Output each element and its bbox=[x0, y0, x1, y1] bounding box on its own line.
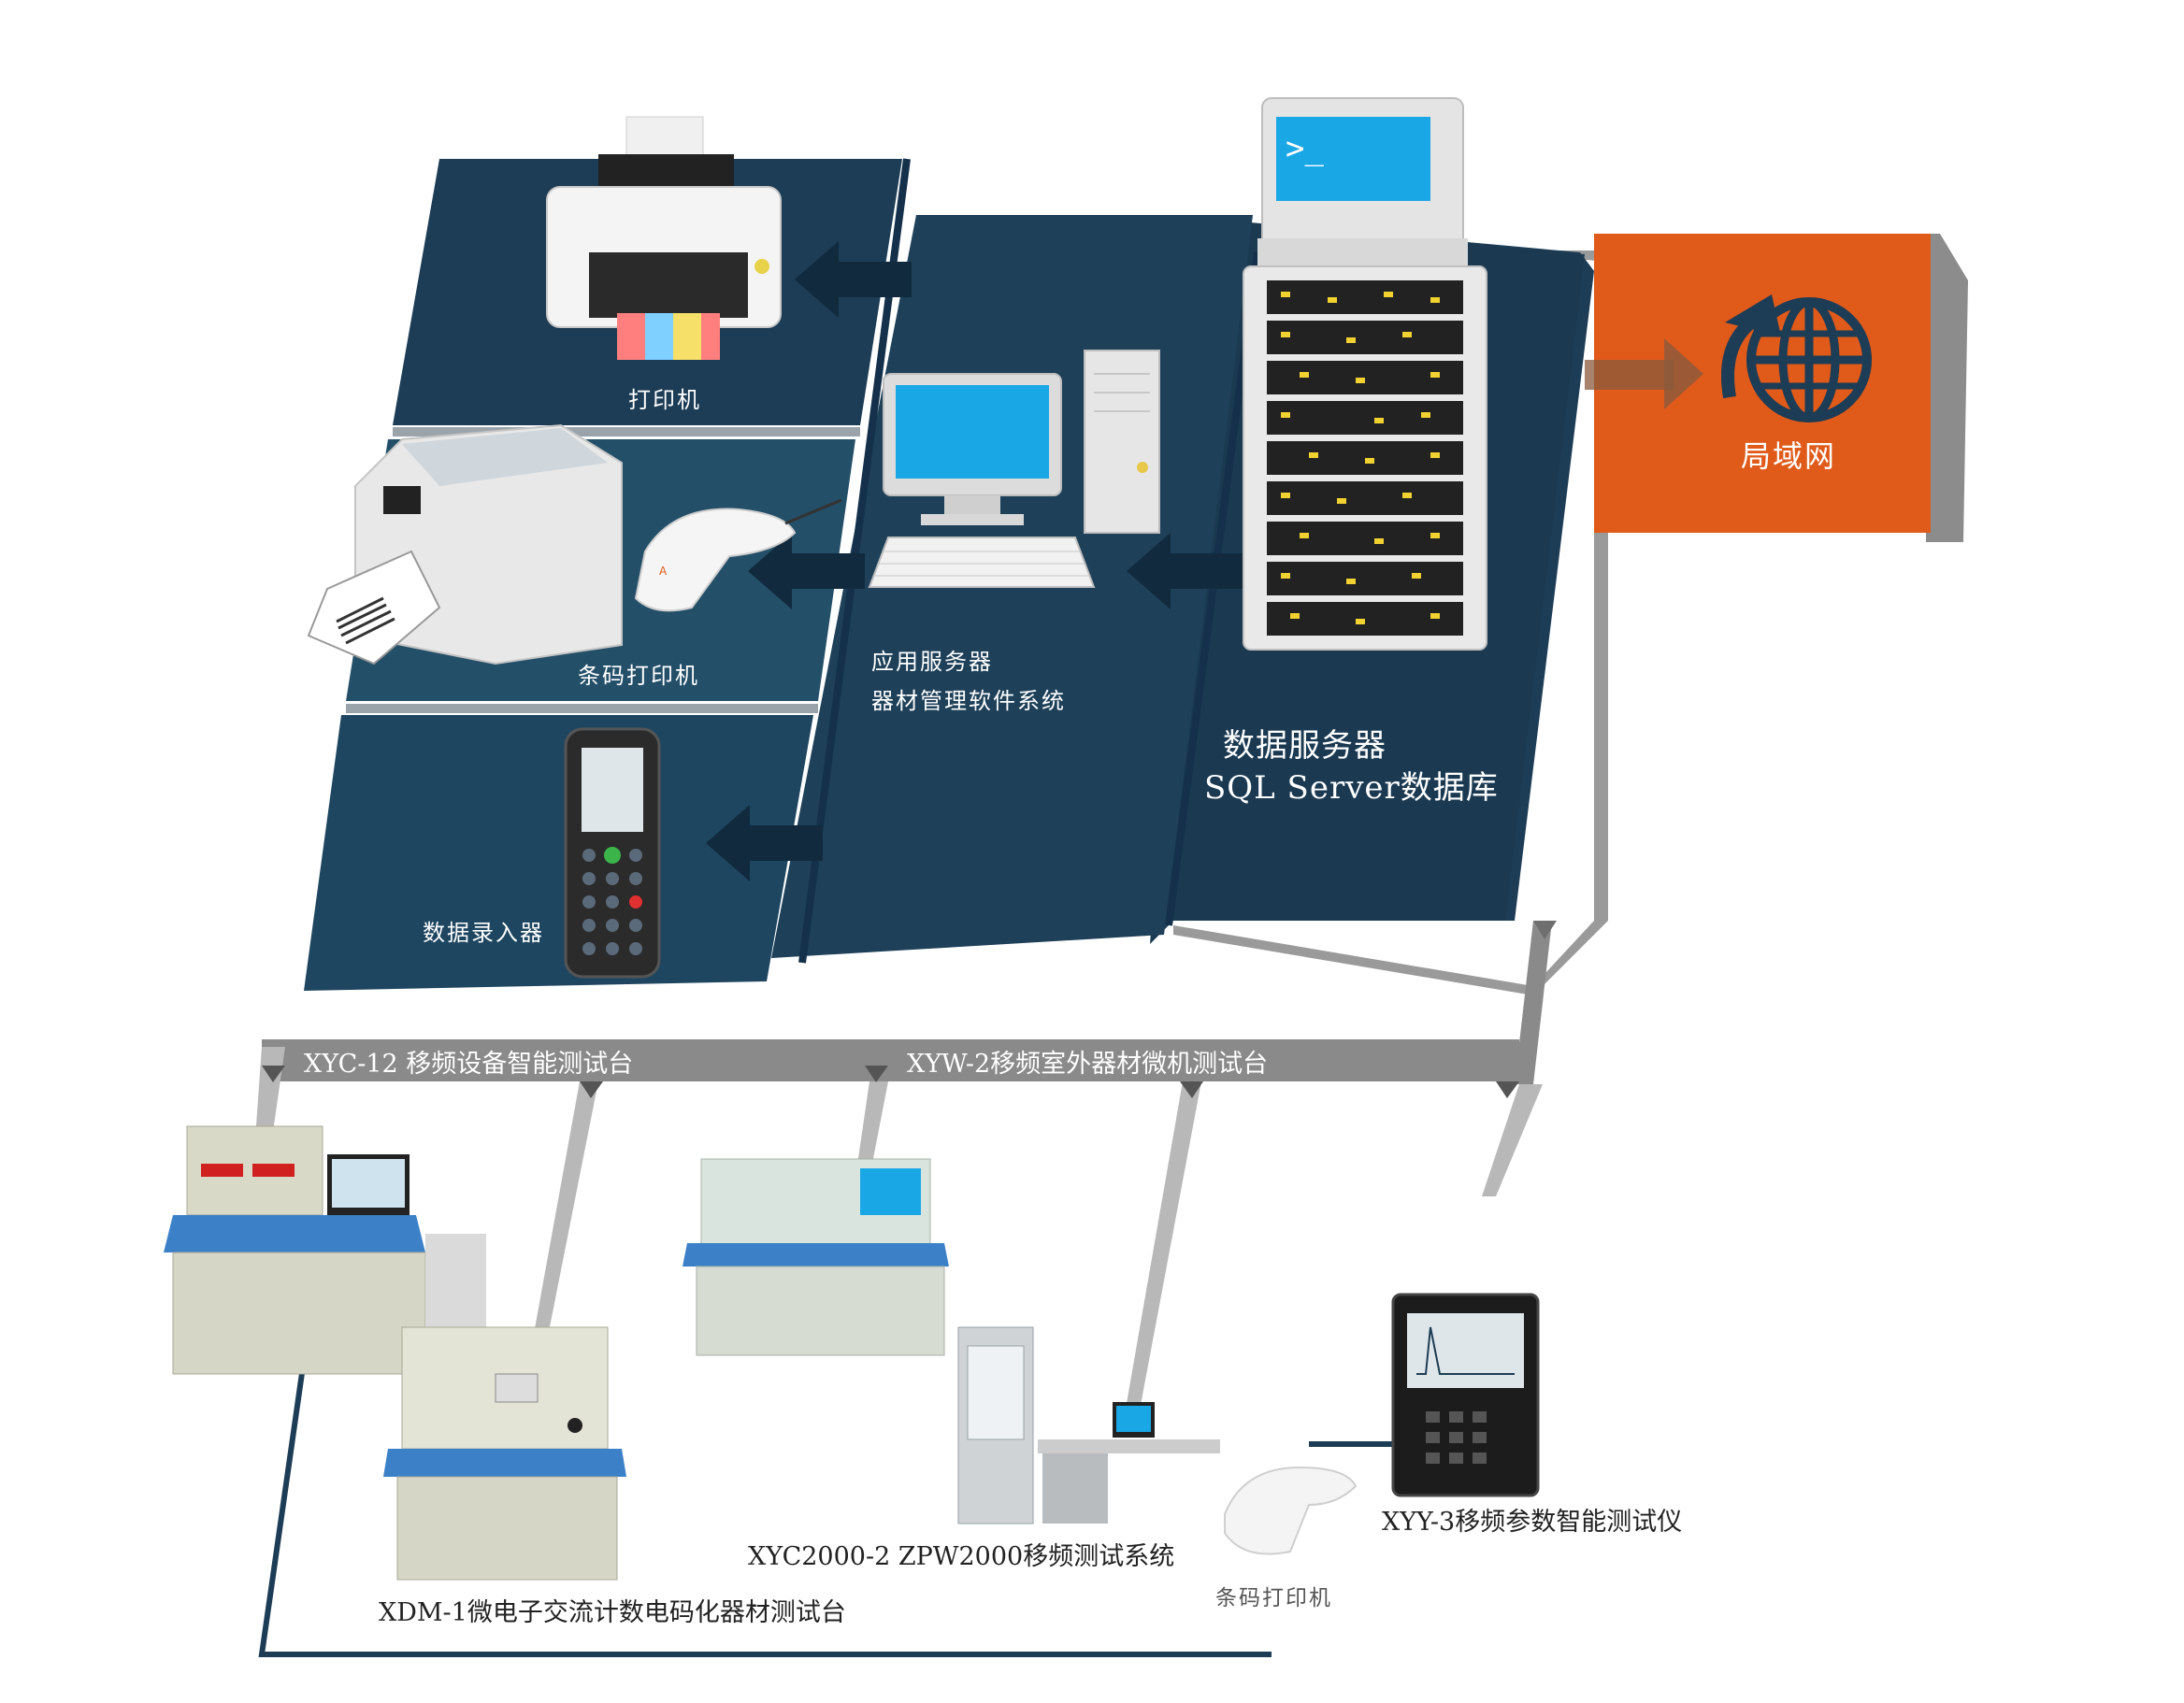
globe-icon bbox=[1721, 294, 1872, 422]
db-server-label-line1: 数据服务器 bbox=[1223, 727, 1387, 765]
svg-text:A: A bbox=[659, 565, 668, 578]
arrow-to-barcode-printer bbox=[748, 533, 865, 609]
device-label-xdm1: XDM-1微电子交流计数电码化器材测试台 bbox=[379, 1598, 846, 1627]
bus-lines bbox=[252, 921, 1557, 1430]
bus-label-xyc12: XYC-12 移频设备智能测试台 bbox=[304, 1050, 634, 1079]
arrow-to-app-server bbox=[1127, 533, 1243, 609]
device-label-xyc2000: XYC2000-2 ZPW2000移频测试系统 bbox=[748, 1542, 1175, 1571]
app-server-label-line2: 器材管理软件系统 bbox=[871, 688, 1066, 714]
arrow-to-lan bbox=[1585, 338, 1703, 409]
barcode-scanner-2-icon[interactable] bbox=[1224, 1466, 1358, 1555]
data-entry-label: 数据录入器 bbox=[423, 920, 544, 946]
db-server-label-line2: SQL Server数据库 bbox=[1204, 769, 1499, 807]
server-rack-icon[interactable]: >_ bbox=[1243, 97, 1487, 651]
device-label-xyy3: XYY-3移频参数智能测试仪 bbox=[1382, 1508, 1683, 1537]
app-server-label-line1: 应用服务器 bbox=[871, 649, 993, 675]
printer-label: 打印机 bbox=[628, 387, 701, 413]
device-label-barcode-printer-2: 条码打印机 bbox=[1215, 1586, 1332, 1610]
lan-label: 局域网 bbox=[1741, 438, 1837, 474]
barcode-printer-icon[interactable] bbox=[307, 423, 623, 665]
barcode-scanner-icon[interactable]: A bbox=[634, 498, 842, 612]
xyc2000-test-system[interactable] bbox=[957, 1326, 1220, 1524]
arrow-to-printer bbox=[795, 241, 912, 318]
data-entry-panel bbox=[304, 715, 813, 991]
xyc12-test-bench[interactable] bbox=[164, 1125, 486, 1375]
desktop-computer-icon[interactable] bbox=[868, 350, 1160, 588]
bus-label-xyw2: XYW-2移频室外器材微机测试台 bbox=[907, 1050, 1269, 1079]
xyw2-test-bench[interactable] bbox=[682, 1158, 949, 1356]
xdm1-test-bench[interactable] bbox=[383, 1326, 626, 1581]
barcode-printer-label: 条码打印机 bbox=[578, 663, 699, 689]
svg-text:>_: >_ bbox=[1286, 130, 1324, 167]
xyy3-instrument[interactable] bbox=[1391, 1293, 1540, 1497]
handheld-terminal-icon[interactable] bbox=[564, 727, 661, 979]
arrow-to-data-entry bbox=[706, 805, 823, 881]
printer-icon[interactable] bbox=[546, 116, 782, 360]
bottom-connection-line bbox=[258, 1326, 1272, 1657]
